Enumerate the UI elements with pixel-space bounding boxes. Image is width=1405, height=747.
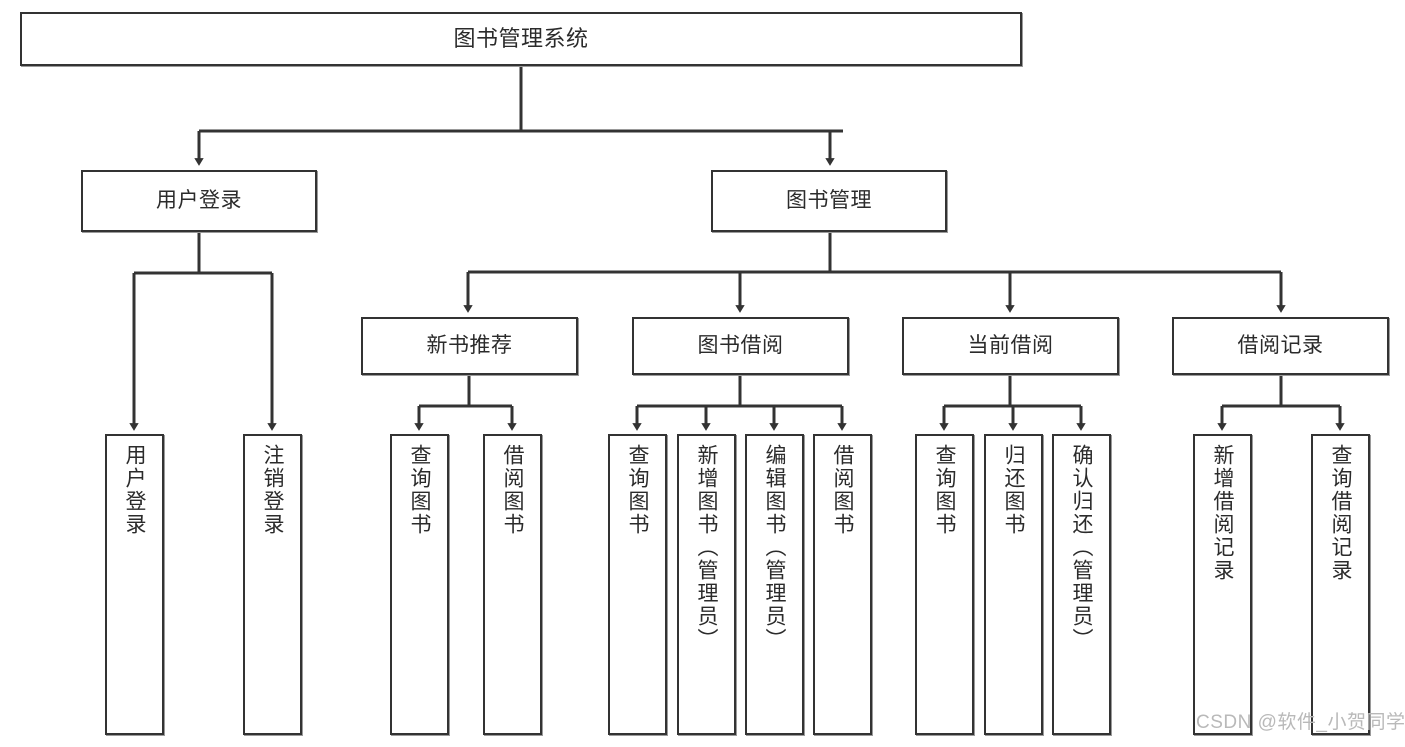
- watermark: CSDN @软件_小贺同学: [1196, 712, 1405, 733]
- node-leaf-user-login[interactable]: 用户登录: [105, 434, 164, 735]
- node-leaf-query-book-1-label: 查询图书: [408, 444, 431, 536]
- node-leaf-borrow-book-1-label: 借阅图书: [501, 444, 524, 536]
- node-borrow-record[interactable]: 借阅记录: [1172, 317, 1389, 375]
- node-leaf-user-logout[interactable]: 注销登录: [243, 434, 302, 735]
- node-book-borrow[interactable]: 图书借阅: [632, 317, 849, 375]
- node-leaf-return-book-label: 归还图书: [1002, 444, 1025, 536]
- node-leaf-query-book-2[interactable]: 查询图书: [608, 434, 667, 735]
- node-book-manage-label: 图书管理: [786, 189, 872, 213]
- node-leaf-edit-book[interactable]: 编辑图书（管理员）: [745, 434, 804, 735]
- node-leaf-return-book[interactable]: 归还图书: [984, 434, 1043, 735]
- node-leaf-borrow-book-2-label: 借阅图书: [831, 444, 854, 536]
- node-book-borrow-label: 图书借阅: [697, 334, 784, 358]
- node-user-login[interactable]: 用户登录: [81, 170, 317, 232]
- node-leaf-borrow-book-2[interactable]: 借阅图书: [813, 434, 872, 735]
- node-root-label: 图书管理系统: [453, 25, 589, 51]
- node-leaf-user-logout-label: 注销登录: [261, 444, 284, 536]
- node-book-manage[interactable]: 图书管理: [711, 170, 947, 232]
- node-leaf-confirm-return-label: 确认归还（管理员）: [1070, 444, 1093, 651]
- node-leaf-query-record[interactable]: 查询借阅记录: [1311, 434, 1370, 735]
- node-leaf-confirm-return[interactable]: 确认归还（管理员）: [1052, 434, 1111, 735]
- node-new-book-rec-label: 新书推荐: [426, 334, 513, 358]
- node-borrow-record-label: 借阅记录: [1237, 334, 1324, 358]
- node-leaf-query-record-label: 查询借阅记录: [1329, 444, 1352, 582]
- node-leaf-user-login-label: 用户登录: [123, 444, 146, 536]
- node-leaf-query-book-3[interactable]: 查询图书: [915, 434, 974, 735]
- node-leaf-add-book[interactable]: 新增图书（管理员）: [677, 434, 736, 735]
- node-leaf-add-record[interactable]: 新增借阅记录: [1193, 434, 1252, 735]
- node-leaf-query-book-2-label: 查询图书: [626, 444, 649, 536]
- node-leaf-query-book-3-label: 查询图书: [933, 444, 956, 536]
- node-current-borrow-label: 当前借阅: [967, 334, 1054, 358]
- node-root[interactable]: 图书管理系统: [20, 12, 1022, 66]
- node-leaf-add-book-label: 新增图书（管理员）: [695, 444, 718, 651]
- node-leaf-edit-book-label: 编辑图书（管理员）: [763, 444, 786, 651]
- node-new-book-rec[interactable]: 新书推荐: [361, 317, 578, 375]
- node-leaf-borrow-book-1[interactable]: 借阅图书: [483, 434, 542, 735]
- node-user-login-label: 用户登录: [156, 189, 242, 213]
- node-current-borrow[interactable]: 当前借阅: [902, 317, 1119, 375]
- node-leaf-add-record-label: 新增借阅记录: [1211, 444, 1234, 582]
- node-leaf-query-book-1[interactable]: 查询图书: [390, 434, 449, 735]
